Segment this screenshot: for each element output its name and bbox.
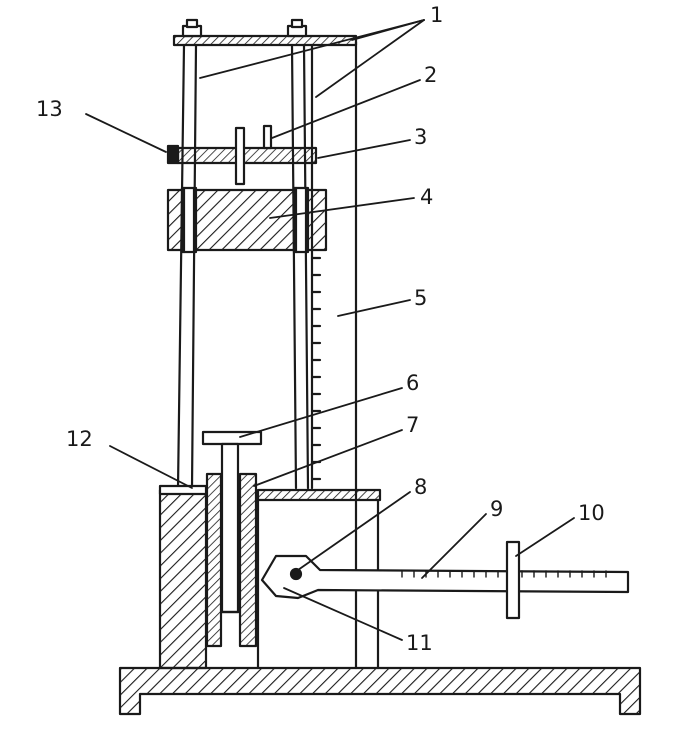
guide-sleeve [205,472,258,648]
release-plate [166,124,318,186]
label-12: 12 [66,427,93,451]
label-3: 3 [414,125,427,149]
base-plate [118,666,642,716]
label-7: 7 [406,413,419,437]
label-1: 1 [430,3,443,27]
slider-rider [505,540,521,620]
label-5: 5 [414,286,427,310]
label-11: 11 [406,631,433,655]
label-2: 2 [424,63,437,87]
support-block [158,484,208,670]
table-plate [256,488,382,670]
label-10: 10 [578,501,605,525]
leader-lines [85,19,575,641]
scale-ticks [310,256,322,481]
pivot-pin [289,567,303,581]
label-6: 6 [406,371,419,395]
drop-weight [166,186,328,254]
measuring-lever [260,554,630,600]
label-9: 9 [490,497,503,521]
label-4: 4 [420,185,433,209]
guide-rods [176,43,310,490]
label-13: 13 [36,97,63,121]
label-8: 8 [414,475,427,499]
top-cap-plate [172,18,358,47]
callout-labels: 1 2 3 4 5 6 7 8 9 10 11 12 13 [36,3,605,655]
